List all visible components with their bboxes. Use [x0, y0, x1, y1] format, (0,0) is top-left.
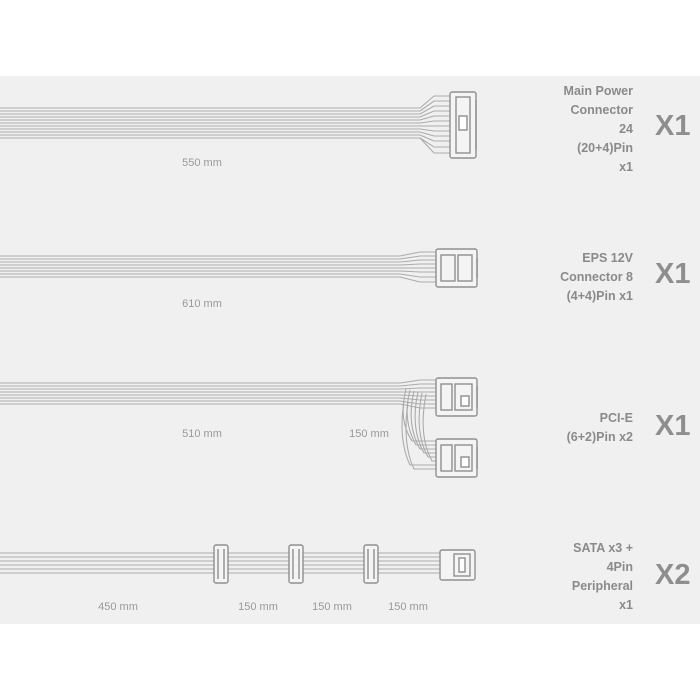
- length-label: 450 mm: [98, 601, 138, 613]
- connector-pcie-2: [435, 438, 478, 478]
- connector-eps-8pin: [435, 248, 478, 288]
- length-label: 150 mm: [388, 601, 428, 613]
- sata-connector-3: [363, 544, 379, 584]
- sata-connector-2: [288, 544, 304, 584]
- connector-name-sata: SATA x3 + 4Pin Peripheral x1: [571, 541, 633, 612]
- cable-sata: [0, 544, 476, 584]
- cable-eps-wires: [0, 251, 436, 283]
- quantity-pcie: X1: [655, 410, 691, 442]
- cable-pcie-wires: [0, 379, 436, 470]
- cable-pcie: [0, 377, 478, 478]
- quantity-sata: X2: [655, 559, 691, 591]
- quantity-main-power: X1: [655, 110, 691, 142]
- connector-pcie-1: [435, 377, 478, 417]
- connector-name-pcie: PCI-E (6+2)Pin x2: [566, 411, 633, 444]
- cable-main-power: [0, 91, 477, 159]
- length-label: 550 mm: [182, 157, 222, 169]
- connector-name-main-power: Main Power Connector 24 (20+4)Pin x1: [563, 84, 633, 174]
- length-label: 510 mm: [182, 428, 222, 440]
- length-label: 150 mm: [238, 601, 278, 613]
- connector-24pin: [449, 91, 477, 159]
- connector-name-eps: EPS 12V Connector 8 (4+4)Pin x1: [560, 251, 633, 303]
- sata-connector-1: [213, 544, 229, 584]
- quantity-eps: X1: [655, 258, 691, 290]
- molex-4pin-connector: [439, 549, 476, 581]
- length-label: 150 mm: [349, 428, 389, 440]
- cable-main-power-wires: [0, 95, 450, 154]
- length-label: 150 mm: [312, 601, 352, 613]
- cable-eps: [0, 248, 478, 288]
- cable-panel: [0, 76, 700, 624]
- length-label: 610 mm: [182, 298, 222, 310]
